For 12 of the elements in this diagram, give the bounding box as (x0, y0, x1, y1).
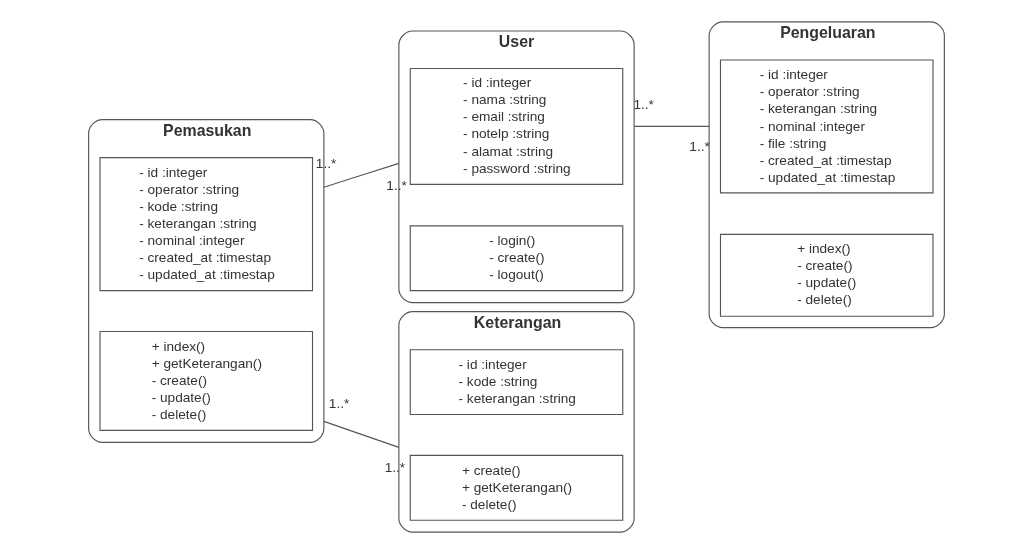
node-box: - id :integer - nama :string - email :string - notelp :string - alamat :string - password :string (409, 67, 623, 185)
node-box: - id :integer - operator :string - kode :string - keterangan :string - nominal :integer - created_at :timestap - updated_at :timestap (98, 157, 313, 292)
node-box: + index() - create() - update() - delete() (719, 233, 934, 317)
node-box: - login() - create() - logout() (409, 225, 623, 292)
connector (322, 420, 399, 448)
node-box: - id :integer - operator :string - keterangan :string - nominal :integer - file :string - created_at :timestap - updated_at :timestap (719, 59, 934, 194)
node-box: + index() + getKeterangan() - create() - update() - delete() (98, 331, 313, 431)
connector (322, 162, 399, 188)
node-box: + create() + getKeterangan() - delete() (409, 454, 623, 521)
connector (633, 125, 710, 127)
node-box: - id :integer - kode :string - keterangan :string (409, 349, 623, 416)
label: 1..* (328, 396, 349, 412)
